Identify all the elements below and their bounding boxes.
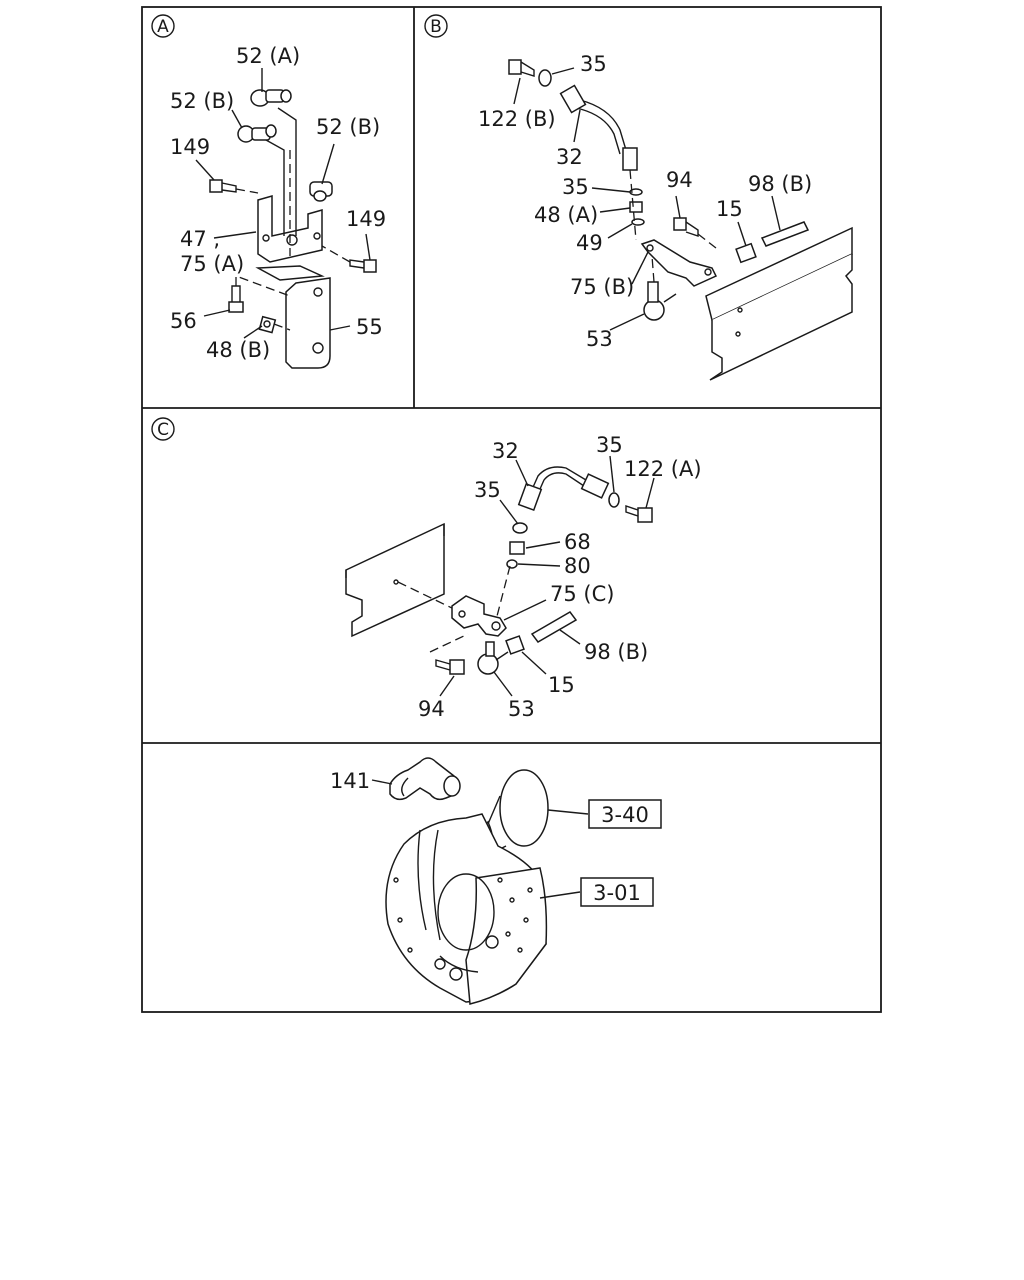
callout-52b-right: 52 (B) — [316, 115, 380, 139]
nut-48a-shape — [629, 201, 643, 213]
hose-32-end-lower — [622, 147, 638, 171]
callout-80: 80 — [564, 554, 591, 578]
washer-49-shape — [631, 218, 645, 226]
pipe-98b-b-shape — [760, 221, 810, 247]
panel-d-drawing — [371, 757, 589, 1005]
callout-52b-left: 52 (B) — [170, 89, 234, 113]
panel-a-drawing — [195, 68, 377, 369]
callout-94-b: 94 — [666, 168, 693, 192]
hose-32-end-upper — [559, 84, 587, 114]
panel-b-callouts: 35 122 (B) 32 35 94 98 (B) 48 (A) 15 49 … — [478, 52, 812, 351]
svg-text:B: B — [430, 17, 442, 37]
callout-149-right: 149 — [346, 207, 386, 231]
joint-52a-shape — [250, 89, 292, 107]
bolt-122a-shape — [625, 505, 653, 523]
callout-35-mid: 35 — [562, 175, 589, 199]
washer-35-c-right-shape — [608, 492, 620, 508]
diagram-frame — [141, 6, 882, 1013]
joint-53-b-shape — [643, 281, 677, 321]
reference-box-3-40[interactable]: 3-40 — [588, 799, 662, 829]
callout-15-b: 15 — [716, 197, 743, 221]
joint-52b-right-shape — [309, 181, 333, 202]
bracket-75b-shape — [640, 239, 718, 287]
nut-15-c-shape — [505, 635, 525, 655]
reference-3-40-label: 3-40 — [601, 803, 649, 827]
panel-marker-b: B — [424, 14, 448, 38]
callout-32-c: 32 — [492, 439, 519, 463]
bracket-55-shape — [285, 277, 331, 369]
callout-141: 141 — [330, 769, 370, 793]
callout-94-c: 94 — [418, 697, 445, 721]
panel-marker-c: C — [151, 417, 175, 441]
callout-68: 68 — [564, 530, 591, 554]
washer-35-top-shape — [538, 69, 552, 87]
callout-48a: 48 (A) — [534, 203, 598, 227]
callout-53-c: 53 — [508, 697, 535, 721]
callout-35-top: 35 — [580, 52, 607, 76]
bolt-94-b-shape — [673, 217, 699, 237]
bolt-122b-shape — [508, 59, 535, 77]
bracket-47-shape — [257, 195, 323, 263]
callout-56: 56 — [170, 309, 197, 333]
joint-53-c-shape — [477, 641, 509, 675]
pipe-98b-c-shape — [530, 611, 578, 643]
nut-48b-shape — [258, 315, 277, 334]
callout-75c: 75 (C) — [550, 582, 614, 606]
frame-rail-b-web — [709, 254, 853, 381]
callout-122a: 122 (A) — [624, 457, 702, 481]
callout-55: 55 — [356, 315, 383, 339]
nut-68-shape — [509, 541, 525, 555]
callout-35-c-right: 35 — [596, 433, 623, 457]
panel-c-callouts: 32 35 122 (A) 35 68 80 75 (C) 98 (B) 15 … — [418, 433, 702, 721]
plate-75a-shape — [255, 265, 325, 281]
callout-35-c-left: 35 — [474, 478, 501, 502]
bolt-149-right-shape — [349, 259, 377, 273]
reference-box-3-01[interactable]: 3-01 — [580, 877, 654, 907]
panel-a-callouts: 52 (A) 52 (B) 52 (B) 149 149 47 , 75 (A)… — [170, 44, 386, 362]
joint-52b-left-shape — [237, 124, 277, 143]
panel-b-drawing — [508, 59, 853, 381]
bolt-149-top-shape — [209, 179, 237, 193]
callout-47: 47 , — [180, 227, 220, 251]
callout-75b: 75 (B) — [570, 275, 634, 299]
callout-53-b: 53 — [586, 327, 613, 351]
panel-marker-a: A — [151, 14, 175, 38]
callout-98b-c: 98 (B) — [584, 640, 648, 664]
callout-32-b: 32 — [556, 145, 583, 169]
callout-15-c: 15 — [548, 673, 575, 697]
sensor-141-shape — [389, 757, 461, 801]
callout-98b-b: 98 (B) — [748, 172, 812, 196]
bolt-94-c-shape — [435, 659, 465, 675]
reference-3-01-label: 3-01 — [593, 881, 641, 905]
callout-48b: 48 (B) — [206, 338, 270, 362]
panel-c-drawing — [345, 455, 655, 697]
washer-35-c-left-shape — [512, 522, 528, 534]
callout-122b: 122 (B) — [478, 107, 556, 131]
hose-32-c-end-right — [580, 473, 610, 499]
svg-text:C: C — [157, 420, 169, 440]
hose-32-c-end-left — [517, 482, 543, 512]
bolt-56-shape — [228, 285, 244, 313]
panel-d-callouts: 141 — [330, 769, 370, 793]
callout-75a: 75 (A) — [180, 252, 244, 276]
svg-text:A: A — [157, 17, 169, 37]
washer-80-shape — [506, 559, 518, 569]
callout-149-top: 149 — [170, 135, 210, 159]
callout-49: 49 — [576, 231, 603, 255]
nut-15-b-shape — [735, 242, 757, 264]
callout-52a: 52 (A) — [236, 44, 300, 68]
